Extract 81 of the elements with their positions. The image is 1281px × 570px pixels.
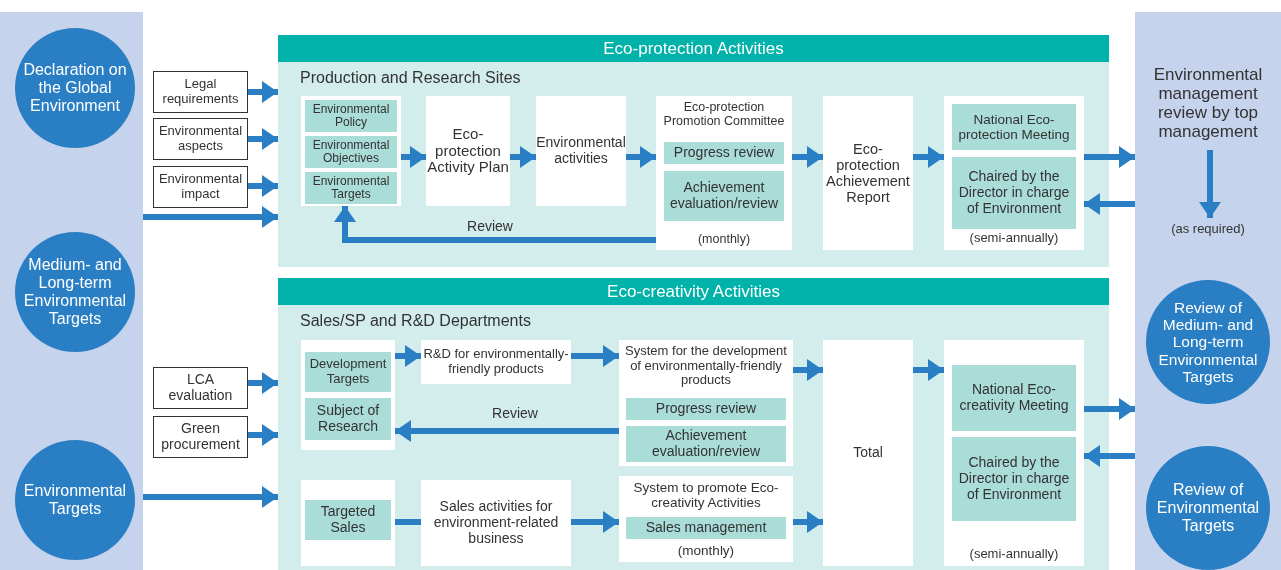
arrow — [143, 486, 278, 508]
activity-panel — [278, 35, 1109, 267]
process-box: Eco-protection Activity Plan — [426, 96, 510, 206]
section-title: Production and Research Sites — [300, 69, 521, 87]
process-box: National Eco-protection Meeting — [952, 104, 1076, 150]
arrow — [248, 81, 278, 103]
process-box: Development Targets — [305, 352, 391, 392]
panel-header: Eco-protection Activities — [278, 35, 1109, 62]
box-heading: System for the development of environmentally-friendly products — [624, 344, 788, 388]
arrow — [793, 511, 823, 533]
frequency-note: (monthly) — [696, 232, 752, 246]
arrow — [792, 146, 823, 168]
arrow — [913, 359, 944, 381]
process-box: Chaired by the Director in charge of Environment — [952, 157, 1076, 229]
process-box: Total — [823, 340, 913, 566]
process-box: Achievement evaluation/review — [664, 171, 784, 221]
process-box: Environmental Objectives — [305, 136, 397, 168]
arrow — [334, 206, 656, 243]
group-box — [301, 340, 395, 450]
input-box: LCA evaluation — [153, 367, 248, 409]
group-box — [944, 340, 1084, 566]
group-box — [619, 476, 793, 562]
process-box: Environmental activities — [536, 96, 626, 206]
activity-panel — [278, 278, 1109, 570]
side-panel — [0, 12, 143, 570]
process-box: Eco-protection Achievement Report — [823, 96, 913, 250]
box-heading: System to promote Eco-creativity Activities — [632, 480, 780, 511]
arrow — [395, 345, 421, 367]
arrow — [401, 146, 426, 168]
process-box: Progress review — [664, 142, 784, 164]
side-panel — [1135, 12, 1281, 570]
process-box: National Eco-creativity Meeting — [952, 365, 1076, 431]
arrow — [248, 128, 278, 150]
note-text: (as required) — [1150, 218, 1266, 240]
note-text: Environmental management review by top management — [1140, 56, 1276, 150]
input-box: Environmental aspects — [153, 118, 248, 160]
process-box: Sales management — [626, 517, 786, 539]
arrow — [1199, 150, 1221, 218]
input-box: Legal requirements — [153, 71, 248, 113]
group-box — [944, 96, 1084, 250]
process-box: R&D for environmentally-friendly products — [421, 340, 571, 384]
circle-node: Review of Environmental Targets — [1146, 446, 1270, 570]
arrow — [793, 359, 823, 381]
frequency-note: (semi-annually) — [968, 547, 1060, 562]
process-box: Chaired by the Director in charge of Environment — [952, 437, 1076, 521]
section-title: Sales/SP and R&D Departments — [300, 312, 531, 330]
arrow — [571, 345, 619, 367]
arrow — [1084, 445, 1135, 467]
arrow — [248, 424, 278, 446]
input-box: Green procurement — [153, 416, 248, 458]
arrow — [395, 420, 619, 442]
circle-node: Medium- and Long-term Environmental Targets — [15, 232, 135, 352]
process-box: Sales activities for environment-related business — [421, 480, 571, 566]
arrow — [913, 146, 944, 168]
group-box — [619, 340, 793, 466]
frequency-note: (monthly) — [676, 542, 736, 558]
arrow — [1084, 398, 1135, 420]
box-heading: Eco-protection Promotion Committee — [662, 100, 786, 128]
frequency-note: (semi-annually) — [968, 231, 1060, 246]
arrow — [571, 511, 619, 533]
process-box: Achievement evaluation/review — [626, 426, 786, 462]
input-box: Environmental impact — [153, 166, 248, 208]
circle-node: Environmental Targets — [15, 440, 135, 560]
arrow — [248, 372, 278, 394]
process-box: Environmental Policy — [305, 100, 397, 132]
circle-node: Declaration on the Global Environment — [15, 28, 135, 148]
process-box: Targeted Sales — [305, 500, 391, 540]
arrow — [143, 206, 278, 228]
process-box: Environmental Targets — [305, 172, 397, 204]
arrow — [510, 146, 536, 168]
arrow — [626, 146, 656, 168]
group-box — [301, 96, 401, 206]
group-box — [656, 96, 792, 250]
arrow — [1084, 193, 1135, 215]
arrow — [248, 175, 278, 197]
circle-node: Review of Medium- and Long-term Environmental Targets — [1146, 280, 1270, 404]
process-box: Subject of Research — [305, 398, 391, 440]
arrow — [1084, 146, 1135, 168]
process-box: Progress review — [626, 398, 786, 420]
panel-header: Eco-creativity Activities — [278, 278, 1109, 305]
group-box — [301, 480, 395, 566]
